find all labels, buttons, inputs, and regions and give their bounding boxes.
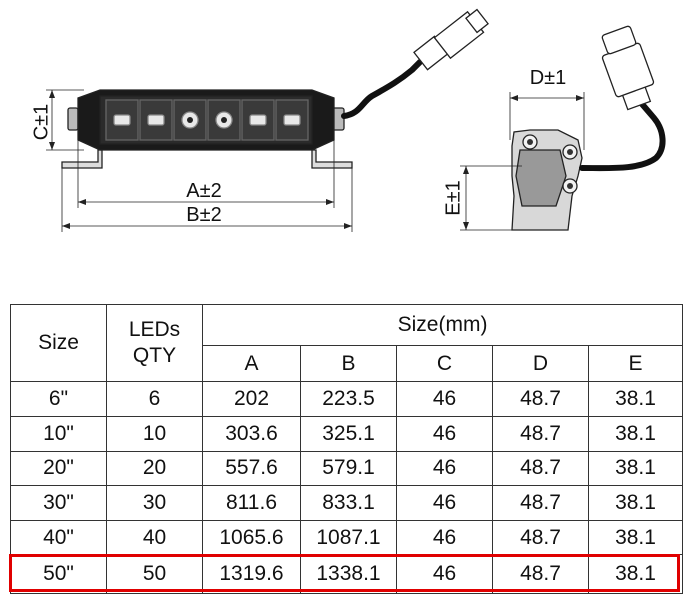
dimension-e-label: E±1	[442, 180, 464, 215]
light-bar-side-view	[460, 25, 666, 231]
cell-d: 48.7	[492, 450, 589, 487]
cell-e: 38.1	[587, 450, 684, 487]
dimension-a-label: A±2	[186, 180, 221, 202]
header-c: C	[396, 344, 493, 383]
cell-leds: 20	[106, 450, 203, 487]
cell-size: 6"	[10, 381, 107, 417]
table-row-highlighted: 50" 50 1319.6 1338.1 46 48.7 38.1	[10, 554, 684, 594]
cell-size: 40"	[10, 519, 107, 556]
cell-e: 38.1	[587, 381, 684, 417]
cell-leds: 40	[106, 519, 203, 556]
cell-e: 38.1	[587, 485, 684, 521]
table-row: 20" 20 557.6 579.1 46 48.7 38.1	[10, 450, 684, 487]
cell-b: 579.1	[300, 450, 397, 487]
cell-d: 48.7	[492, 381, 589, 417]
cell-d: 48.7	[492, 485, 589, 521]
cell-leds: 30	[106, 485, 203, 521]
cell-leds: 6	[106, 381, 203, 417]
cell-e: 38.1	[587, 415, 684, 452]
cell-e: 38.1	[587, 554, 684, 594]
light-bar-front-view	[46, 8, 489, 232]
cell-c: 46	[396, 485, 493, 521]
cell-leds: 10	[106, 415, 203, 452]
dimension-d-label: D±1	[530, 67, 567, 89]
cell-size: 10"	[10, 415, 107, 452]
cell-a: 811.6	[202, 485, 301, 521]
header-d: D	[492, 344, 589, 383]
technical-drawing: C±1 A±2 B±2	[30, 8, 666, 232]
cell-a: 557.6	[202, 450, 301, 487]
cell-c: 46	[396, 381, 493, 417]
cell-c: 46	[396, 554, 493, 594]
table-row: 6" 6 202 223.5 46 48.7 38.1	[10, 381, 684, 417]
cell-b: 833.1	[300, 485, 397, 521]
cell-e: 38.1	[587, 519, 684, 556]
cell-d: 48.7	[492, 519, 589, 556]
header-size-mm: Size(mm)	[201, 304, 684, 346]
cell-b: 1338.1	[300, 554, 397, 594]
cell-leds: 50	[106, 554, 203, 594]
cell-size: 50"	[10, 554, 107, 594]
header-b: B	[300, 344, 397, 383]
cell-b: 1087.1	[300, 519, 397, 556]
dimension-b-label: B±2	[186, 204, 221, 226]
cell-b: 223.5	[300, 381, 397, 417]
header-leds-line2: QTY	[132, 344, 177, 368]
size-spec-table: Size LEDs QTY Size(mm) A B C D E 6" 6 20…	[10, 303, 684, 594]
cell-a: 303.6	[202, 415, 301, 452]
cell-c: 46	[396, 450, 493, 487]
header-a: A	[202, 344, 301, 383]
cell-a: 1319.6	[202, 554, 301, 594]
dimension-c-label: C±1	[30, 104, 52, 141]
cell-c: 46	[396, 415, 493, 452]
cell-size: 20"	[10, 450, 107, 487]
header-leds-qty: LEDs QTY	[106, 303, 203, 383]
header-e: E	[587, 344, 684, 383]
header-size: Size	[10, 303, 107, 383]
cell-d: 48.7	[492, 554, 589, 594]
table-row: 30" 30 811.6 833.1 46 48.7 38.1	[10, 485, 684, 521]
cell-a: 1065.6	[202, 519, 301, 556]
cell-c: 46	[396, 519, 493, 556]
cell-d: 48.7	[492, 415, 589, 452]
header-leds-line1: LEDs	[128, 318, 181, 342]
cell-b: 325.1	[300, 415, 397, 452]
cell-size: 30"	[10, 485, 107, 521]
table-row: 10" 10 303.6 325.1 46 48.7 38.1	[10, 415, 684, 452]
cell-a: 202	[202, 381, 301, 417]
table-row: 40" 40 1065.6 1087.1 46 48.7 38.1	[10, 519, 684, 556]
